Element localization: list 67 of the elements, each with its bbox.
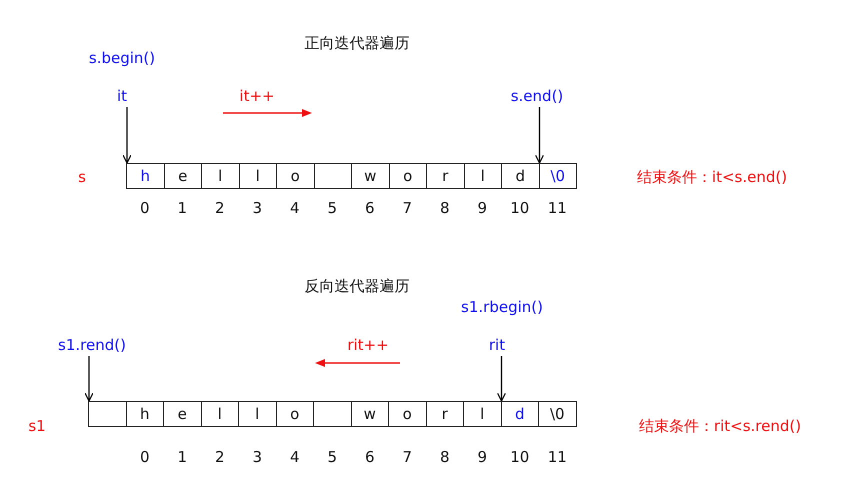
array-cell: o	[388, 163, 427, 189]
pointer-label: s1.rend()	[58, 336, 126, 354]
array-cell	[314, 163, 352, 189]
section-title: 反向迭代器遍历	[304, 277, 410, 295]
array-cell: d	[500, 401, 539, 427]
array-cell: r	[426, 401, 464, 427]
index-number: 1	[177, 199, 188, 217]
variable-name: s	[78, 168, 86, 186]
index-number: 1	[177, 448, 188, 466]
index-number: 3	[252, 448, 262, 466]
array-cell: h	[126, 401, 164, 427]
pointer-label: rit	[488, 336, 506, 354]
array-cell: o	[276, 163, 314, 189]
index-number: 11	[548, 448, 567, 466]
index-number: 0	[140, 448, 150, 466]
increment-label: rit++	[347, 336, 389, 354]
index-number: 0	[140, 199, 150, 217]
index-number: 4	[290, 448, 300, 466]
array-cell: \0	[538, 401, 576, 427]
array-cell: l	[464, 163, 502, 189]
index-number: 9	[477, 448, 488, 466]
pointer-label: s.end()	[510, 87, 564, 105]
array-cell	[88, 401, 126, 427]
pointer-arrow	[534, 107, 544, 164]
array-cell: \0	[538, 163, 577, 189]
array-cell: w	[350, 401, 389, 427]
index-number: 6	[364, 448, 375, 466]
pointer-arrow	[496, 356, 506, 402]
index-number: 8	[440, 448, 450, 466]
array-cell: e	[163, 401, 202, 427]
iterator-call: s.begin()	[88, 49, 156, 67]
index-number: 10	[510, 448, 530, 466]
end-condition: 结束条件：rit<s.rend()	[638, 417, 802, 435]
array-cell: l	[200, 401, 239, 427]
array-cell: l	[463, 401, 502, 427]
array-cell: e	[164, 163, 202, 189]
pointer-label: it	[116, 87, 128, 105]
index-number: 8	[440, 199, 450, 217]
array-cell	[313, 401, 352, 427]
index-number: 4	[290, 199, 300, 217]
index-number: 2	[214, 448, 225, 466]
array-cell: l	[201, 163, 240, 189]
increment-label: it++	[239, 87, 275, 105]
index-number: 10	[510, 199, 530, 217]
iterator-call: s1.rbegin()	[461, 298, 543, 316]
index-number: 11	[548, 199, 567, 217]
array-cell: h	[126, 163, 164, 189]
index-number: 7	[402, 199, 412, 217]
index-number: 6	[364, 199, 375, 217]
array-cell: r	[426, 163, 464, 189]
section-title: 正向迭代器遍历	[304, 34, 410, 52]
pointer-arrow	[84, 356, 94, 402]
end-condition: 结束条件：it<s.end()	[636, 168, 788, 186]
index-number: 7	[402, 448, 412, 466]
index-number: 9	[477, 199, 488, 217]
array-cell: o	[388, 401, 426, 427]
pointer-arrow	[122, 107, 132, 164]
index-number: 5	[327, 448, 338, 466]
array-cell: w	[351, 163, 390, 189]
variable-name: s1	[28, 417, 46, 435]
array-cell: l	[238, 163, 277, 189]
index-number: 5	[327, 199, 338, 217]
index-number: 3	[252, 199, 262, 217]
array-cell: l	[238, 401, 276, 427]
array-cell: o	[276, 401, 314, 427]
index-number: 2	[214, 199, 225, 217]
array-cell: d	[501, 163, 540, 189]
